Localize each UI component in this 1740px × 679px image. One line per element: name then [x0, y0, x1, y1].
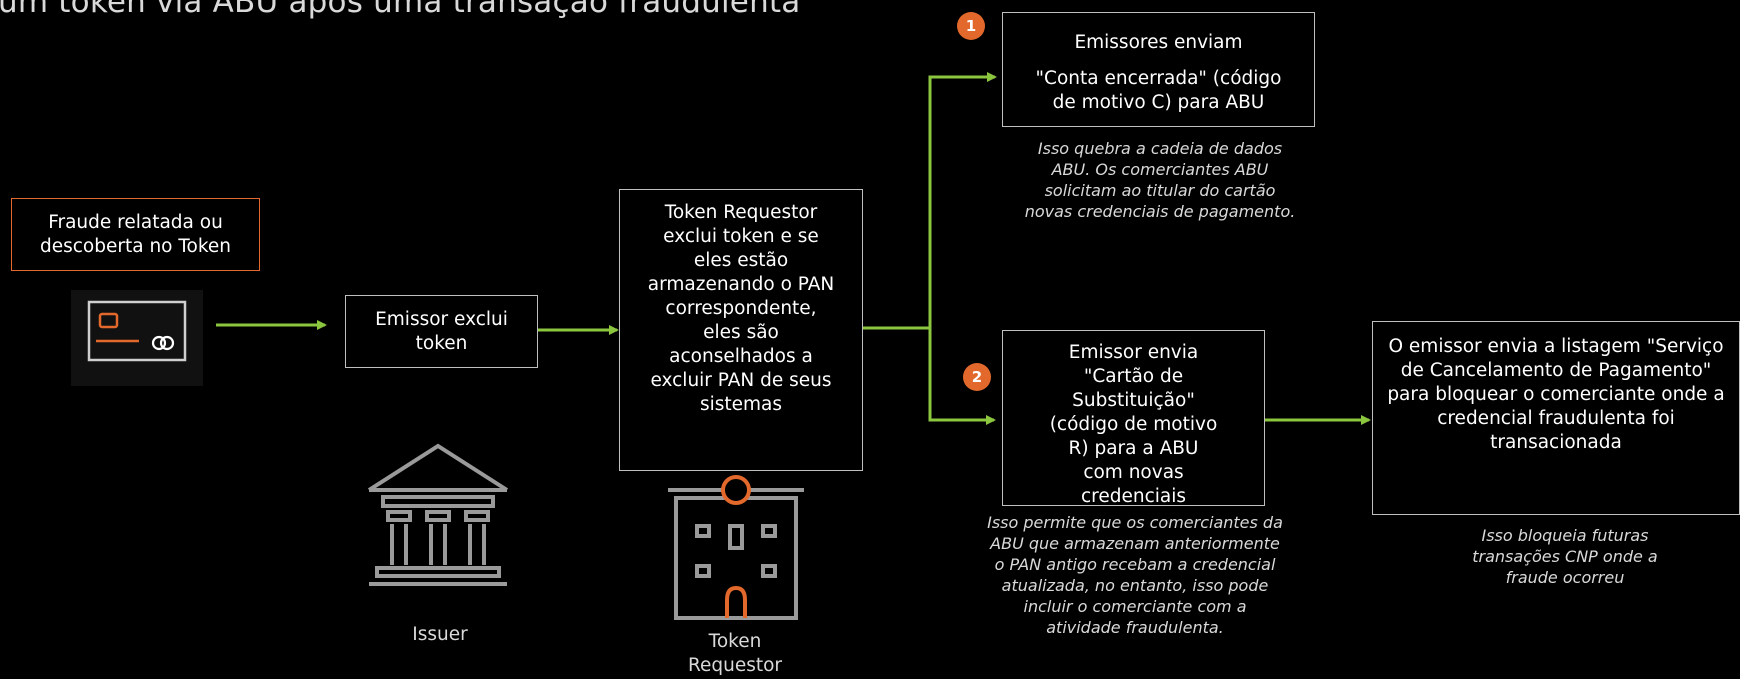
fraud-reported-text: Fraude relatada ou descoberta no Token	[39, 211, 232, 257]
payment-cancellation-note: Isso bloqueia futuras transações CNP ond…	[1472, 526, 1658, 587]
office-building-icon	[666, 474, 806, 628]
issuer-deletes-token-box: Emissor exclui token	[345, 295, 538, 368]
token-requestor-text: Token Requestor exclui token e se eles e…	[647, 202, 835, 415]
option1-box: Emissores enviam "Conta encerrada" (códi…	[1002, 12, 1315, 127]
option2-note: Isso permite que os comerciantes da ABU …	[987, 513, 1283, 637]
arrow-requestor-to-option1	[862, 72, 997, 330]
payment-cancellation-box: O emissor envia a listagem "Serviço de C…	[1372, 321, 1740, 515]
token-requestor-label: Token Requestor	[687, 631, 783, 676]
issuer-label: Issuer	[412, 624, 468, 645]
option1-note: Isso quebra a cadeia de dados ABU. Os co…	[1024, 139, 1296, 221]
bank-building-icon	[363, 440, 513, 594]
arrow-requestor-to-option2	[928, 328, 996, 425]
fraud-reported-box: Fraude relatada ou descoberta no Token	[11, 198, 260, 271]
issuer-deletes-token-text: Emissor exclui token	[375, 308, 508, 354]
badge-option-1: 1	[957, 12, 985, 40]
page-title: um token via ABU após uma transação frau…	[0, 0, 801, 20]
option1-line1: Emissores enviam	[1074, 31, 1243, 53]
option2-text: Emissor envia "Cartão de Substituição" (…	[1049, 342, 1218, 507]
credit-card-icon	[71, 290, 203, 390]
option1-line2: "Conta encerrada" (código de motivo C) p…	[1035, 67, 1282, 113]
payment-cancellation-text: O emissor envia a listagem "Serviço de C…	[1387, 336, 1725, 453]
option2-box: Emissor envia "Cartão de Substituição" (…	[1002, 330, 1265, 507]
token-requestor-box: Token Requestor exclui token e se eles e…	[619, 189, 863, 471]
badge-option-2: 2	[963, 363, 991, 391]
